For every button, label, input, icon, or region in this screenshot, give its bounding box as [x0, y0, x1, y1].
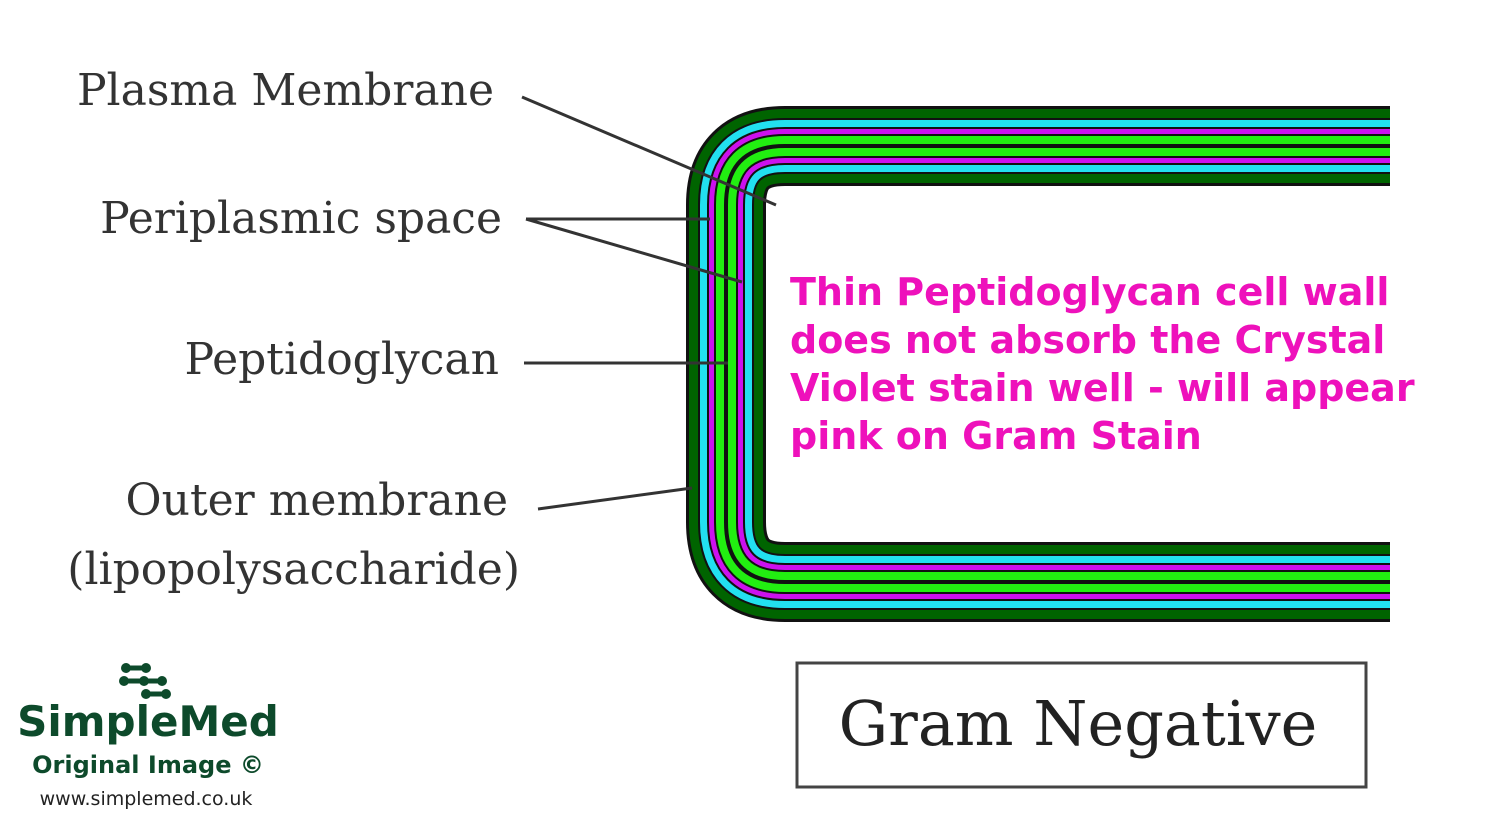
simplemed-logo: SimpleMed Original Image © www.simplemed… — [17, 663, 279, 810]
gram-type-title: Gram Negative — [839, 687, 1318, 760]
periplasmic-space-label: Periplasmic space — [100, 193, 502, 244]
plasma-membrane-label: Plasma Membrane — [77, 65, 494, 116]
plasma-membrane-pointer — [521, 95, 777, 207]
brand-name: SimpleMed — [17, 697, 279, 746]
outer-membrane-pointer — [537, 486, 693, 511]
cell-envelope — [686, 106, 1391, 622]
outer-membrane-label-line2: (lipopolysaccharide) — [67, 544, 520, 595]
staining-note-line: Thin Peptidoglycan cell wall — [790, 270, 1389, 314]
leader-lines — [521, 95, 777, 511]
staining-note-line: does not absorb the Crystal — [790, 318, 1385, 362]
staining-note: Thin Peptidoglycan cell wall does not ab… — [790, 270, 1415, 458]
outer-membrane-label: Outer membrane — [126, 475, 508, 526]
peptidoglycan-label: Peptidoglycan — [184, 334, 499, 385]
molecule-icon — [119, 663, 171, 699]
periplasmic-space-pointer-inner — [525, 217, 743, 284]
staining-note-line: pink on Gram Stain — [790, 414, 1202, 458]
brand-url: www.simplemed.co.uk — [40, 788, 253, 810]
gram-type-box: Gram Negative — [795, 661, 1368, 789]
staining-note-line: Violet stain well - will appear — [790, 366, 1415, 410]
brand-subtitle: Original Image © — [32, 751, 264, 779]
gram-type-frame — [795, 661, 1368, 789]
